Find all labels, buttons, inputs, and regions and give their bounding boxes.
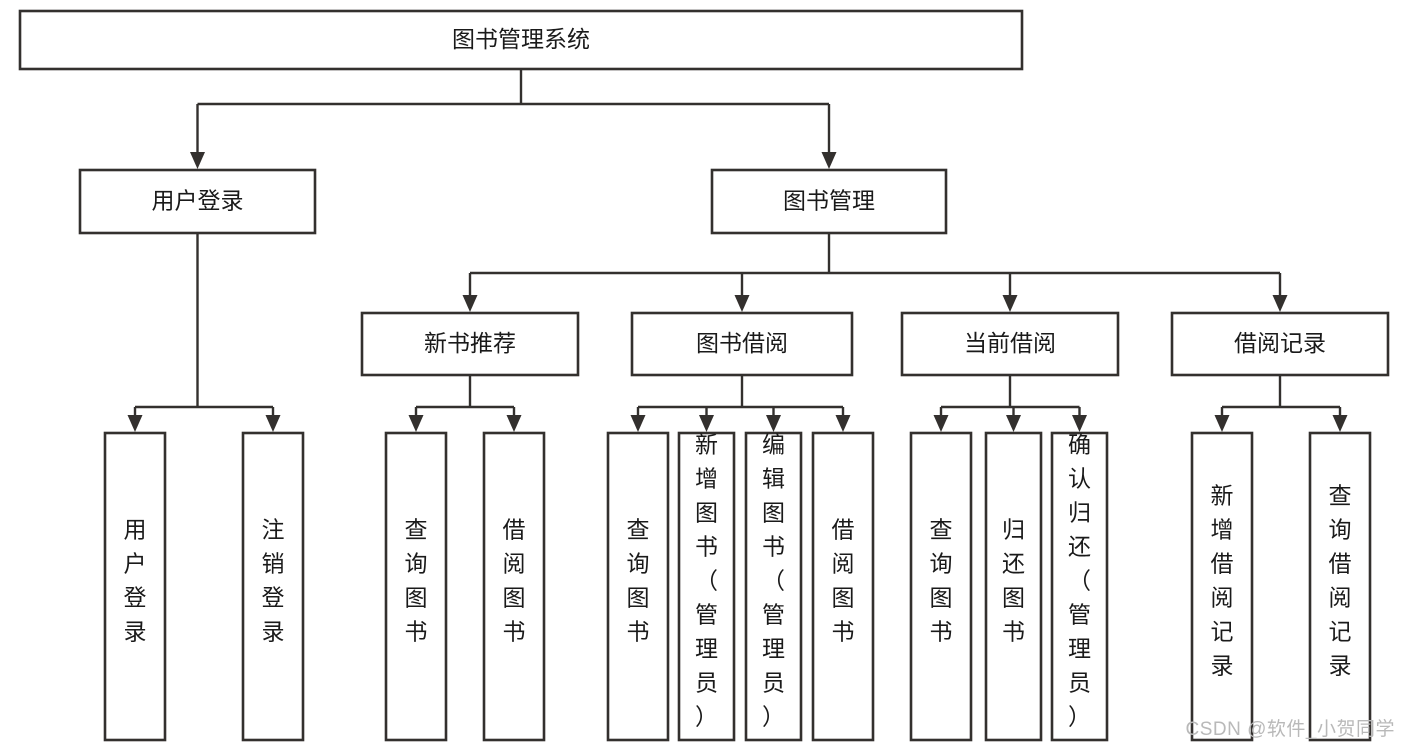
arrow-current-borrow-leaf-1-head	[1006, 415, 1021, 432]
node-box-current-borrow[interactable]	[900, 311, 1120, 377]
node-box-leaf-borrow-book-2[interactable]	[811, 431, 875, 742]
arrow-new-book-recommend-leaf-1-head	[506, 415, 522, 432]
node-box-leaf-logout[interactable]	[241, 431, 305, 742]
node-label-book-borrow: 图书借阅	[696, 330, 788, 356]
node-box-leaf-confirm-return[interactable]	[1050, 431, 1109, 742]
node-box-leaf-add-record[interactable]	[1190, 431, 1254, 742]
node-box-leaf-borrow-book-1[interactable]	[482, 431, 546, 742]
arrow-book-borrow-leaf-2-head	[766, 415, 781, 432]
arrow-user-login-leaf-1-head	[265, 415, 281, 432]
node-label-user-login: 用户登录	[152, 188, 244, 214]
node-box-leaf-add-book[interactable]	[677, 431, 736, 742]
node-box-leaf-query-book-1[interactable]	[384, 431, 448, 742]
arrow-root-to-l2-0-head	[190, 152, 205, 169]
node-label-leaf-query-book-3: 查询图书	[930, 517, 953, 645]
node-label-leaf-query-book-2: 查询图书	[627, 517, 650, 645]
node-label-leaf-add-record: 新增借阅记录	[1211, 483, 1234, 679]
node-box-book-borrow[interactable]	[630, 311, 854, 377]
arrow-borrow-record-leaf-1-head	[1332, 415, 1348, 432]
node-label-leaf-borrow-book-2: 借阅图书	[832, 517, 855, 645]
node-box-leaf-query-book-3[interactable]	[909, 431, 973, 742]
node-box-root[interactable]	[18, 9, 1024, 71]
node-label-current-borrow: 当前借阅	[964, 330, 1056, 356]
arrow-book-borrow-leaf-0-head	[630, 415, 646, 432]
node-label-root: 图书管理系统	[452, 26, 590, 52]
node-label-borrow-record: 借阅记录	[1234, 330, 1326, 356]
arrow-l2-to-l3-1-head	[734, 295, 750, 312]
arrow-l2-to-l3-2-head	[1002, 295, 1018, 312]
arrow-borrow-record-leaf-0-head	[1214, 415, 1230, 432]
node-label-new-book-recommend: 新书推荐	[424, 330, 516, 356]
connector-layer	[127, 69, 1348, 432]
arrow-current-borrow-leaf-2-head	[1072, 415, 1087, 432]
node-label-book-manage: 图书管理	[783, 188, 875, 214]
node-box-book-manage[interactable]	[710, 168, 948, 235]
node-box-user-login[interactable]	[78, 168, 317, 235]
node-box-leaf-edit-book[interactable]	[744, 431, 803, 742]
node-label-leaf-add-book: 新增图书（管理员）	[695, 432, 718, 730]
node-label-leaf-user-login: 用户登录	[124, 517, 147, 645]
node-label-leaf-query-book-1: 查询图书	[405, 517, 428, 645]
arrow-book-borrow-leaf-1-head	[699, 415, 714, 432]
node-box-borrow-record[interactable]	[1170, 311, 1390, 377]
node-layer: 图书管理系统用户登录图书管理新书推荐图书借阅当前借阅借阅记录用户登录注销登录查询…	[18, 9, 1390, 742]
arrow-user-login-leaf-0-head	[127, 415, 143, 432]
node-label-leaf-confirm-return: 确认归还（管理员）	[1068, 432, 1091, 730]
arrow-book-borrow-leaf-3-head	[835, 415, 851, 432]
node-box-leaf-query-book-2[interactable]	[606, 431, 670, 742]
node-box-new-book-recommend[interactable]	[360, 311, 580, 377]
node-label-leaf-logout: 注销登录	[262, 517, 285, 645]
arrow-root-to-l2-1-head	[821, 152, 837, 169]
arrow-l2-to-l3-0-head	[462, 295, 478, 312]
node-box-leaf-return-book[interactable]	[984, 431, 1043, 742]
node-label-leaf-return-book: 归还图书	[1002, 517, 1025, 645]
arrow-l2-to-l3-3-head	[1272, 295, 1288, 312]
node-label-leaf-borrow-book-1: 借阅图书	[503, 517, 526, 645]
arrow-new-book-recommend-leaf-0-head	[408, 415, 424, 432]
node-label-leaf-query-record: 查询借阅记录	[1329, 483, 1352, 679]
node-box-leaf-query-record[interactable]	[1308, 431, 1372, 742]
node-label-leaf-edit-book: 编辑图书（管理员）	[762, 432, 785, 730]
node-box-leaf-user-login[interactable]	[103, 431, 167, 742]
arrow-current-borrow-leaf-0-head	[933, 415, 949, 432]
